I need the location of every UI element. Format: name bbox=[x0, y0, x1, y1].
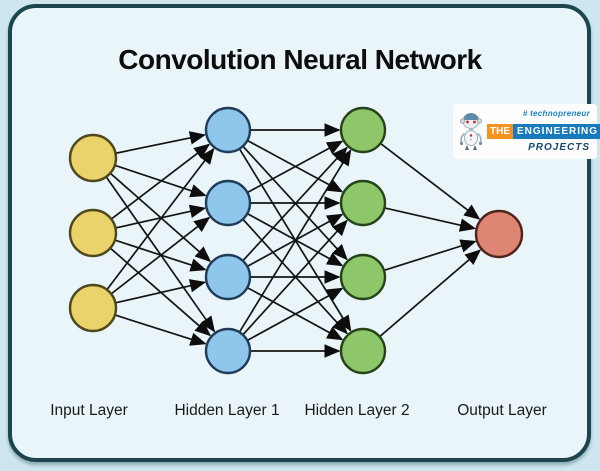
network-node-hidden2 bbox=[339, 253, 387, 301]
network-edge bbox=[114, 279, 207, 304]
logo-engineering-badge: ENGINEERING bbox=[513, 124, 600, 139]
network-node-input bbox=[68, 133, 118, 183]
robot-icon bbox=[459, 113, 483, 150]
network-node-hidden2 bbox=[339, 179, 387, 227]
network-node-hidden1 bbox=[204, 327, 252, 375]
network-node-hidden1 bbox=[204, 106, 252, 154]
logo-hashtag: # technopreneur bbox=[522, 109, 590, 118]
network-edge bbox=[378, 249, 482, 338]
network-edge bbox=[245, 212, 344, 267]
network-edge bbox=[114, 204, 207, 230]
network-edge bbox=[382, 239, 477, 272]
diagram-title: Convolution Neural Network bbox=[118, 44, 482, 75]
network-node-input bbox=[68, 283, 118, 333]
network-edge bbox=[241, 146, 348, 263]
logo-projects-text: PROJECTS bbox=[528, 142, 590, 153]
network-node-hidden2 bbox=[339, 106, 387, 154]
network-node-hidden1 bbox=[204, 253, 252, 301]
network-edge bbox=[246, 140, 344, 194]
network-edge bbox=[241, 219, 348, 337]
network-edge bbox=[114, 131, 206, 155]
network-edge bbox=[113, 164, 207, 198]
network-edge bbox=[104, 175, 216, 333]
network-edge bbox=[245, 213, 344, 268]
network-edge bbox=[113, 313, 207, 346]
network-edge bbox=[379, 142, 481, 220]
network-node-hidden1 bbox=[204, 179, 252, 227]
network-node-input bbox=[68, 208, 118, 258]
network-edge bbox=[109, 216, 211, 296]
network-edge bbox=[109, 246, 212, 337]
network-node-hidden2 bbox=[339, 327, 387, 375]
network-edge bbox=[246, 139, 344, 193]
network-node-output bbox=[474, 209, 524, 259]
network-edge bbox=[383, 206, 477, 232]
network-edge bbox=[113, 238, 207, 272]
brand-logo: # technopreneur THE ENGINEERING PROJECTS bbox=[453, 104, 600, 159]
network-edge bbox=[245, 287, 344, 342]
network-edge bbox=[109, 143, 211, 221]
logo-the-badge: THE bbox=[487, 124, 513, 139]
network-edge bbox=[108, 171, 212, 263]
network-edge bbox=[238, 149, 352, 334]
network-edge bbox=[241, 217, 348, 335]
network-edge bbox=[105, 147, 215, 292]
